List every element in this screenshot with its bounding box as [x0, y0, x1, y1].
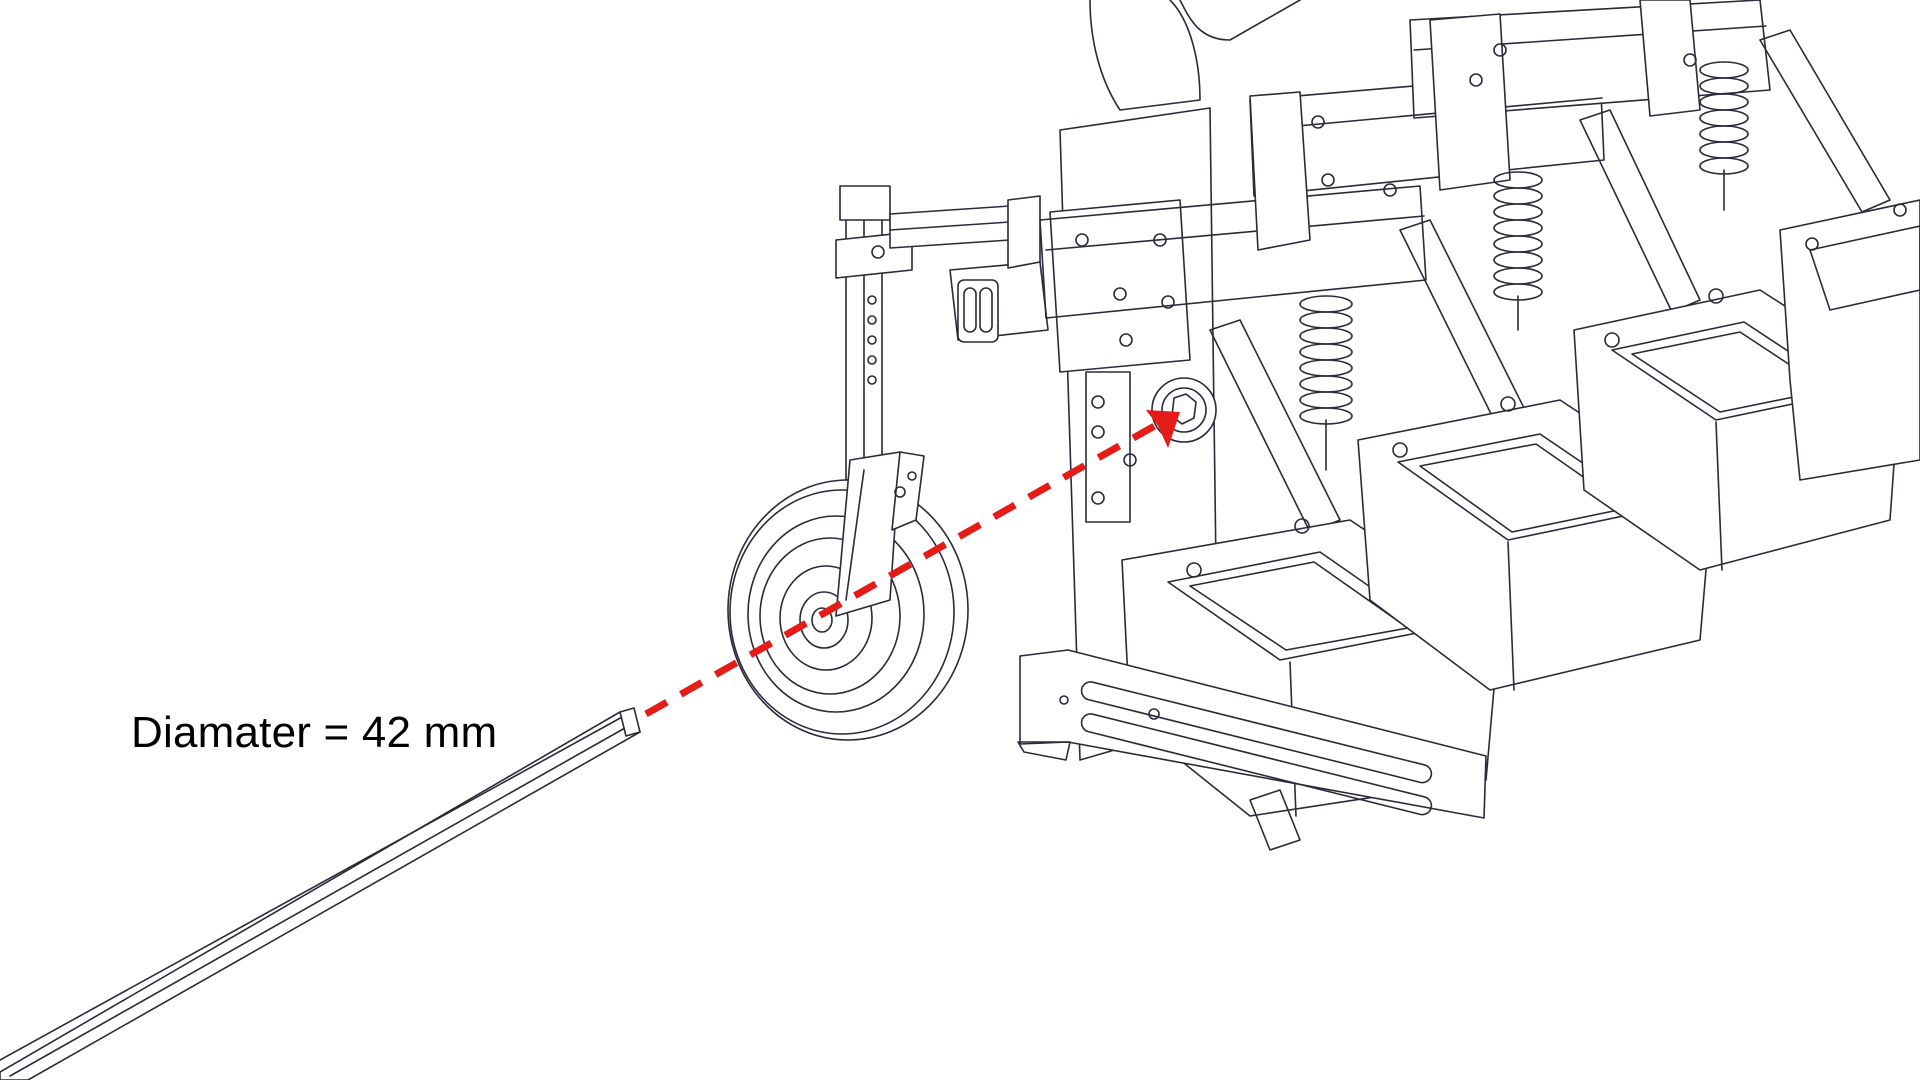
spring-2 [1493, 171, 1543, 331]
front-scraper-plate [1017, 649, 1487, 851]
spring-1 [1299, 295, 1353, 471]
post-adjustment-holes [867, 295, 877, 385]
coil-springs [1299, 61, 1749, 471]
shaft-diameter-label: Diamater = 42 mm [131, 708, 498, 757]
rear-implement-outline [1089, 0, 1301, 111]
spring-3 [1699, 61, 1749, 211]
end-cover-block [949, 195, 1049, 343]
linkage-arms [1209, 29, 1891, 533]
gauge-wheel-assembly [727, 185, 1011, 741]
tool-bar-frame [1039, 0, 1771, 319]
hex-shaft [0, 707, 641, 1080]
hopper-4 [1779, 199, 1920, 481]
